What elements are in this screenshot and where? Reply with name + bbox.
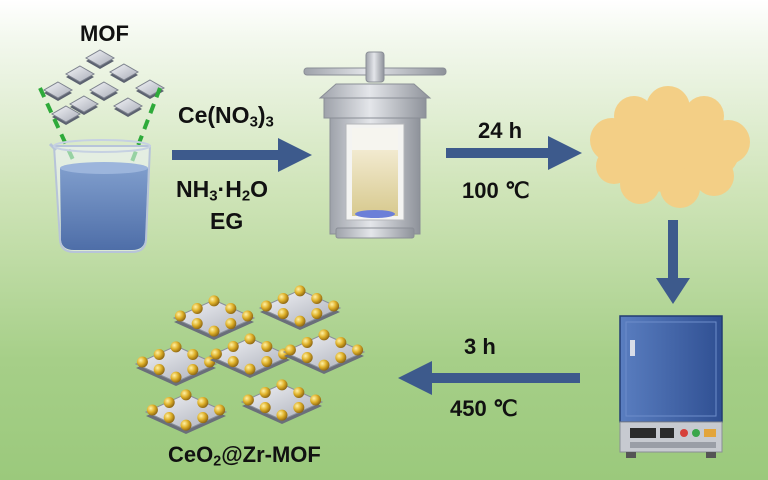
ceo2-mof-icon xyxy=(134,285,366,434)
beaker-icon xyxy=(48,139,152,253)
product-label: CeO2@Zr-MOF xyxy=(168,442,321,470)
reagent-ce-label: Ce(NO3)3 xyxy=(178,102,274,131)
reagent-nh3-label: NH3·H2O xyxy=(176,176,269,205)
arrow-1 xyxy=(172,138,312,172)
arrow-4 xyxy=(398,361,580,395)
powder-cloud-icon xyxy=(590,86,750,208)
mof-label: MOF xyxy=(80,21,129,46)
furnace-icon xyxy=(619,315,723,458)
time-2-label: 3 h xyxy=(464,334,496,359)
temp-2-label: 450 ℃ xyxy=(450,396,518,421)
arrow-2 xyxy=(446,136,582,170)
reagent-eg-label: EG xyxy=(210,208,244,234)
mof-chip-icon xyxy=(42,49,166,125)
time-1-label: 24 h xyxy=(478,118,523,143)
temp-1-label: 100 ℃ xyxy=(462,178,530,203)
arrow-3 xyxy=(656,220,690,304)
autoclave-icon xyxy=(303,51,447,239)
